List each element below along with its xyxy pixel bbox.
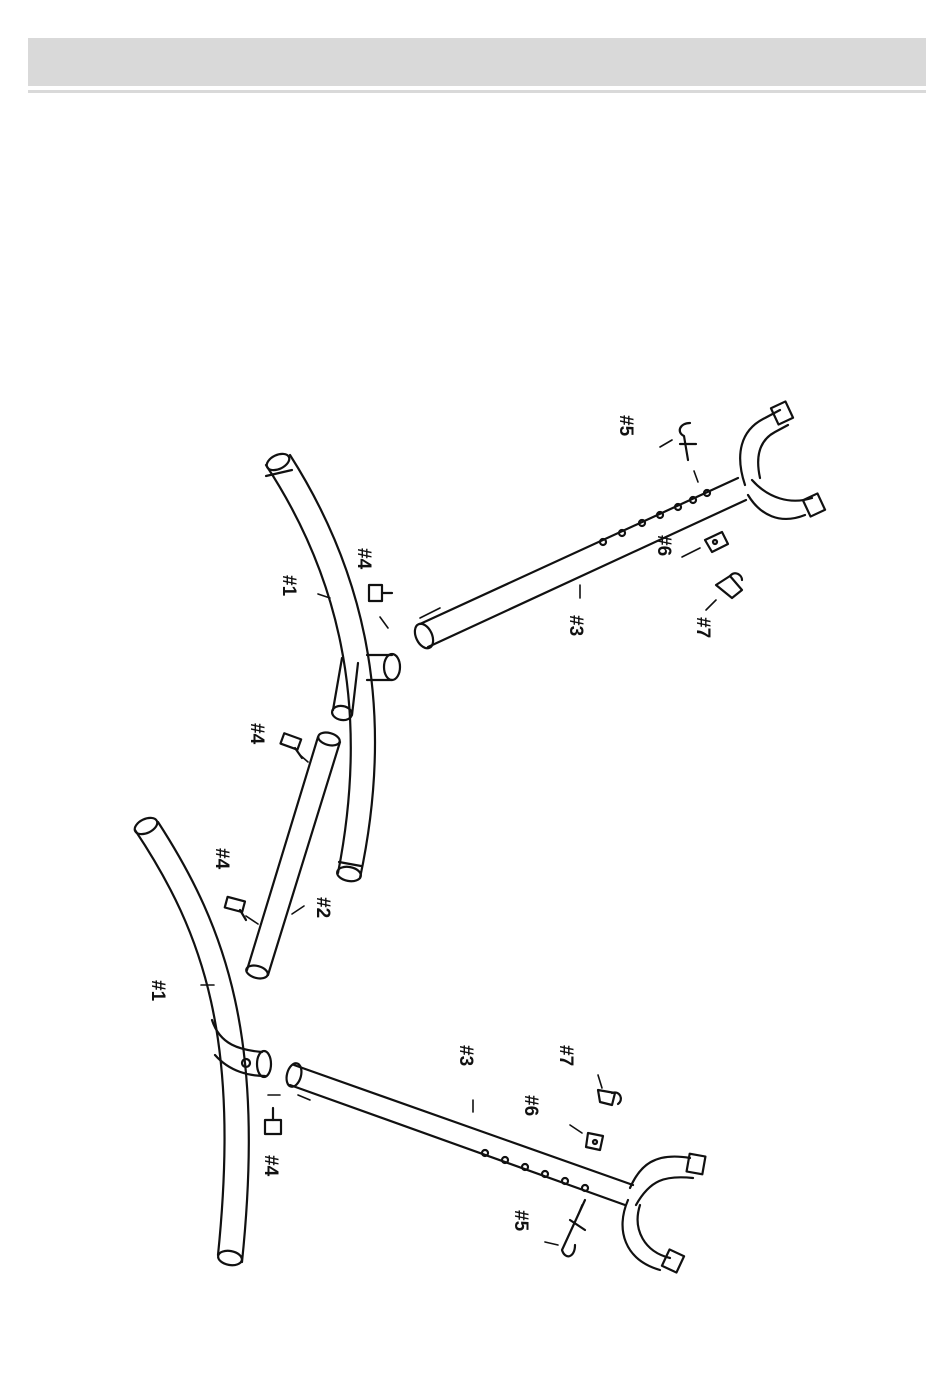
wingnut-part7-lower — [598, 1090, 621, 1105]
label-part1-upper: #1 — [278, 575, 299, 597]
label-part3-upper: #3 — [565, 615, 586, 636]
label-part4-lower-b: #4 — [260, 1155, 281, 1177]
label-part2: #2 — [312, 897, 333, 918]
label-part4-upper-b: #4 — [246, 723, 267, 745]
label-part3-lower: #3 — [455, 1045, 476, 1066]
label-part7-upper: #7 — [692, 617, 713, 638]
knob-part4-d — [265, 1108, 281, 1134]
label-part6-lower: #6 — [520, 1095, 541, 1116]
lower-curved-tube-part1 — [132, 815, 271, 1267]
label-part5-lower: #5 — [510, 1210, 531, 1232]
knob-part4-b — [280, 733, 302, 758]
plate-part6-lower — [586, 1133, 603, 1150]
hook-part5-lower — [562, 1200, 585, 1256]
knob-part4-c — [225, 897, 246, 920]
label-part5-upper: #5 — [615, 415, 636, 437]
upper-curved-tube-part1 — [264, 451, 400, 883]
plate-part6-upper — [705, 532, 728, 552]
short-tube-part2 — [245, 730, 341, 980]
label-part7-lower: #7 — [555, 1045, 576, 1066]
label-part4-upper-a: #4 — [353, 548, 374, 570]
label-part4-lower-a: #4 — [211, 848, 232, 870]
wingnut-part7-upper — [716, 573, 742, 598]
upper-pole-part3 — [411, 401, 825, 651]
hook-part5-upper — [680, 423, 696, 460]
label-part1-lower: #1 — [147, 980, 168, 1002]
knob-part4-a — [369, 585, 392, 601]
label-part6-upper: #6 — [653, 535, 674, 556]
lower-pole-part3 — [284, 1062, 705, 1273]
